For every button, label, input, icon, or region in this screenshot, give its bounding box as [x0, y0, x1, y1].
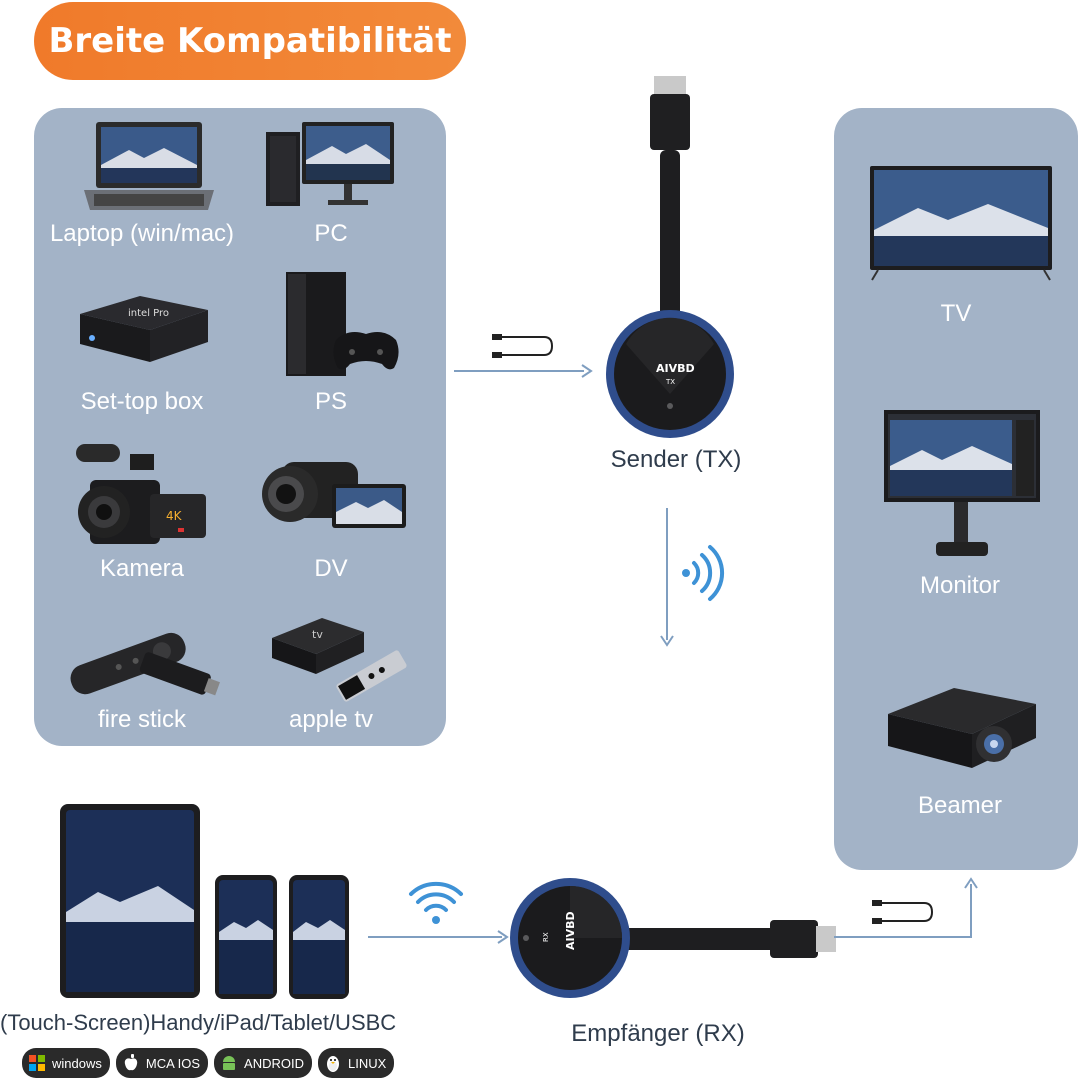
- source-label-apple-tv: apple tv: [288, 706, 374, 733]
- os-badge-android: ANDROID: [214, 1048, 312, 1078]
- tablet-icon: [60, 804, 200, 998]
- display-label-monitor: Monitor: [919, 572, 1001, 599]
- apple-tv-text: tv: [312, 628, 323, 641]
- receiver-brand-text: AIVBD: [564, 911, 577, 950]
- source-label-pc: PC: [314, 220, 348, 247]
- os-badge-windows: windows: [22, 1048, 110, 1078]
- wifi-icon: [409, 881, 463, 924]
- os-badge-linux: LINUX: [318, 1048, 395, 1078]
- source-label-kamera: Kamera: [99, 555, 185, 582]
- wireless-signal-icon: [682, 545, 725, 601]
- arrow-to-sender: [454, 370, 584, 372]
- phone-icon: [215, 875, 277, 999]
- playstation-icon: [286, 272, 399, 376]
- camcorder-icon: [262, 462, 406, 528]
- receiver-dongle: AIVBD RX: [510, 878, 836, 998]
- display-label-tv: TV: [940, 300, 972, 327]
- source-label-set-top-box: Set-top box: [80, 388, 204, 415]
- mobile-caption: (Touch-Screen)Handy/iPad/Tablet/USBC: [0, 1010, 397, 1035]
- source-label-fire-stick: fire stick: [97, 706, 186, 733]
- os-badge-label: LINUX: [348, 1055, 387, 1071]
- source-devices-panel: Laptop (win/mac) PC intel Pro Set-top bo…: [34, 108, 446, 746]
- sender-label: Sender (TX): [610, 446, 742, 473]
- windows-icon: [26, 1052, 48, 1074]
- source-label-dv: DV: [314, 555, 348, 582]
- camera-4k-text: 4K: [166, 509, 183, 523]
- phone-icon: [289, 875, 349, 999]
- arrow-up: [970, 884, 972, 938]
- usb-cable-icon: [872, 900, 934, 924]
- laptop-icon: [84, 122, 214, 210]
- tv-icon: [870, 166, 1052, 281]
- arrow-head-right-icon: [497, 930, 509, 944]
- camera-icon: 4K: [76, 444, 206, 544]
- os-badge-row: windows MCA IOS ANDROID LINUX: [22, 1048, 395, 1078]
- receiver-code-text: RX: [542, 932, 550, 942]
- os-badge-label: windows: [52, 1055, 102, 1071]
- projector-icon: [888, 688, 1036, 768]
- page-title: Breite Kompatibilität: [34, 2, 466, 80]
- apple-tv-icon: tv: [272, 618, 407, 702]
- sender-code-text: TX: [665, 378, 675, 386]
- arrow-head-up-icon: [964, 877, 978, 889]
- display-label-beamer: Beamer: [917, 792, 1003, 819]
- pc-icon: [266, 122, 394, 206]
- os-badge-ios: MCA IOS: [115, 1048, 209, 1078]
- arrow-head-right-icon: [581, 364, 593, 378]
- source-label-ps: PS: [314, 388, 347, 415]
- set-top-brand-text: intel Pro: [128, 308, 169, 319]
- arrow-to-receiver: [368, 936, 502, 938]
- source-label-laptop: Laptop (win/mac): [49, 220, 235, 247]
- arrow-to-displays: [834, 936, 972, 938]
- arrow-down: [666, 508, 668, 640]
- fire-stick-icon: [70, 632, 220, 696]
- os-badge-label: MCA IOS: [145, 1055, 201, 1071]
- arrow-head-down-icon: [660, 635, 674, 647]
- set-top-box-icon: intel Pro: [80, 296, 208, 362]
- sender-dongle: AIVBD TX: [606, 76, 734, 438]
- apple-icon: [120, 1052, 142, 1074]
- receiver-label: Empfänger (RX): [571, 1020, 745, 1047]
- usb-cable-icon: [492, 334, 554, 358]
- sender-brand-text: AIVBD: [656, 362, 695, 375]
- monitor-icon: [884, 410, 1040, 556]
- display-devices-panel: TV Monitor Beamer: [834, 108, 1078, 870]
- os-badge-label: ANDROID: [244, 1055, 304, 1071]
- linux-icon: [322, 1052, 344, 1074]
- android-icon: [218, 1052, 240, 1074]
